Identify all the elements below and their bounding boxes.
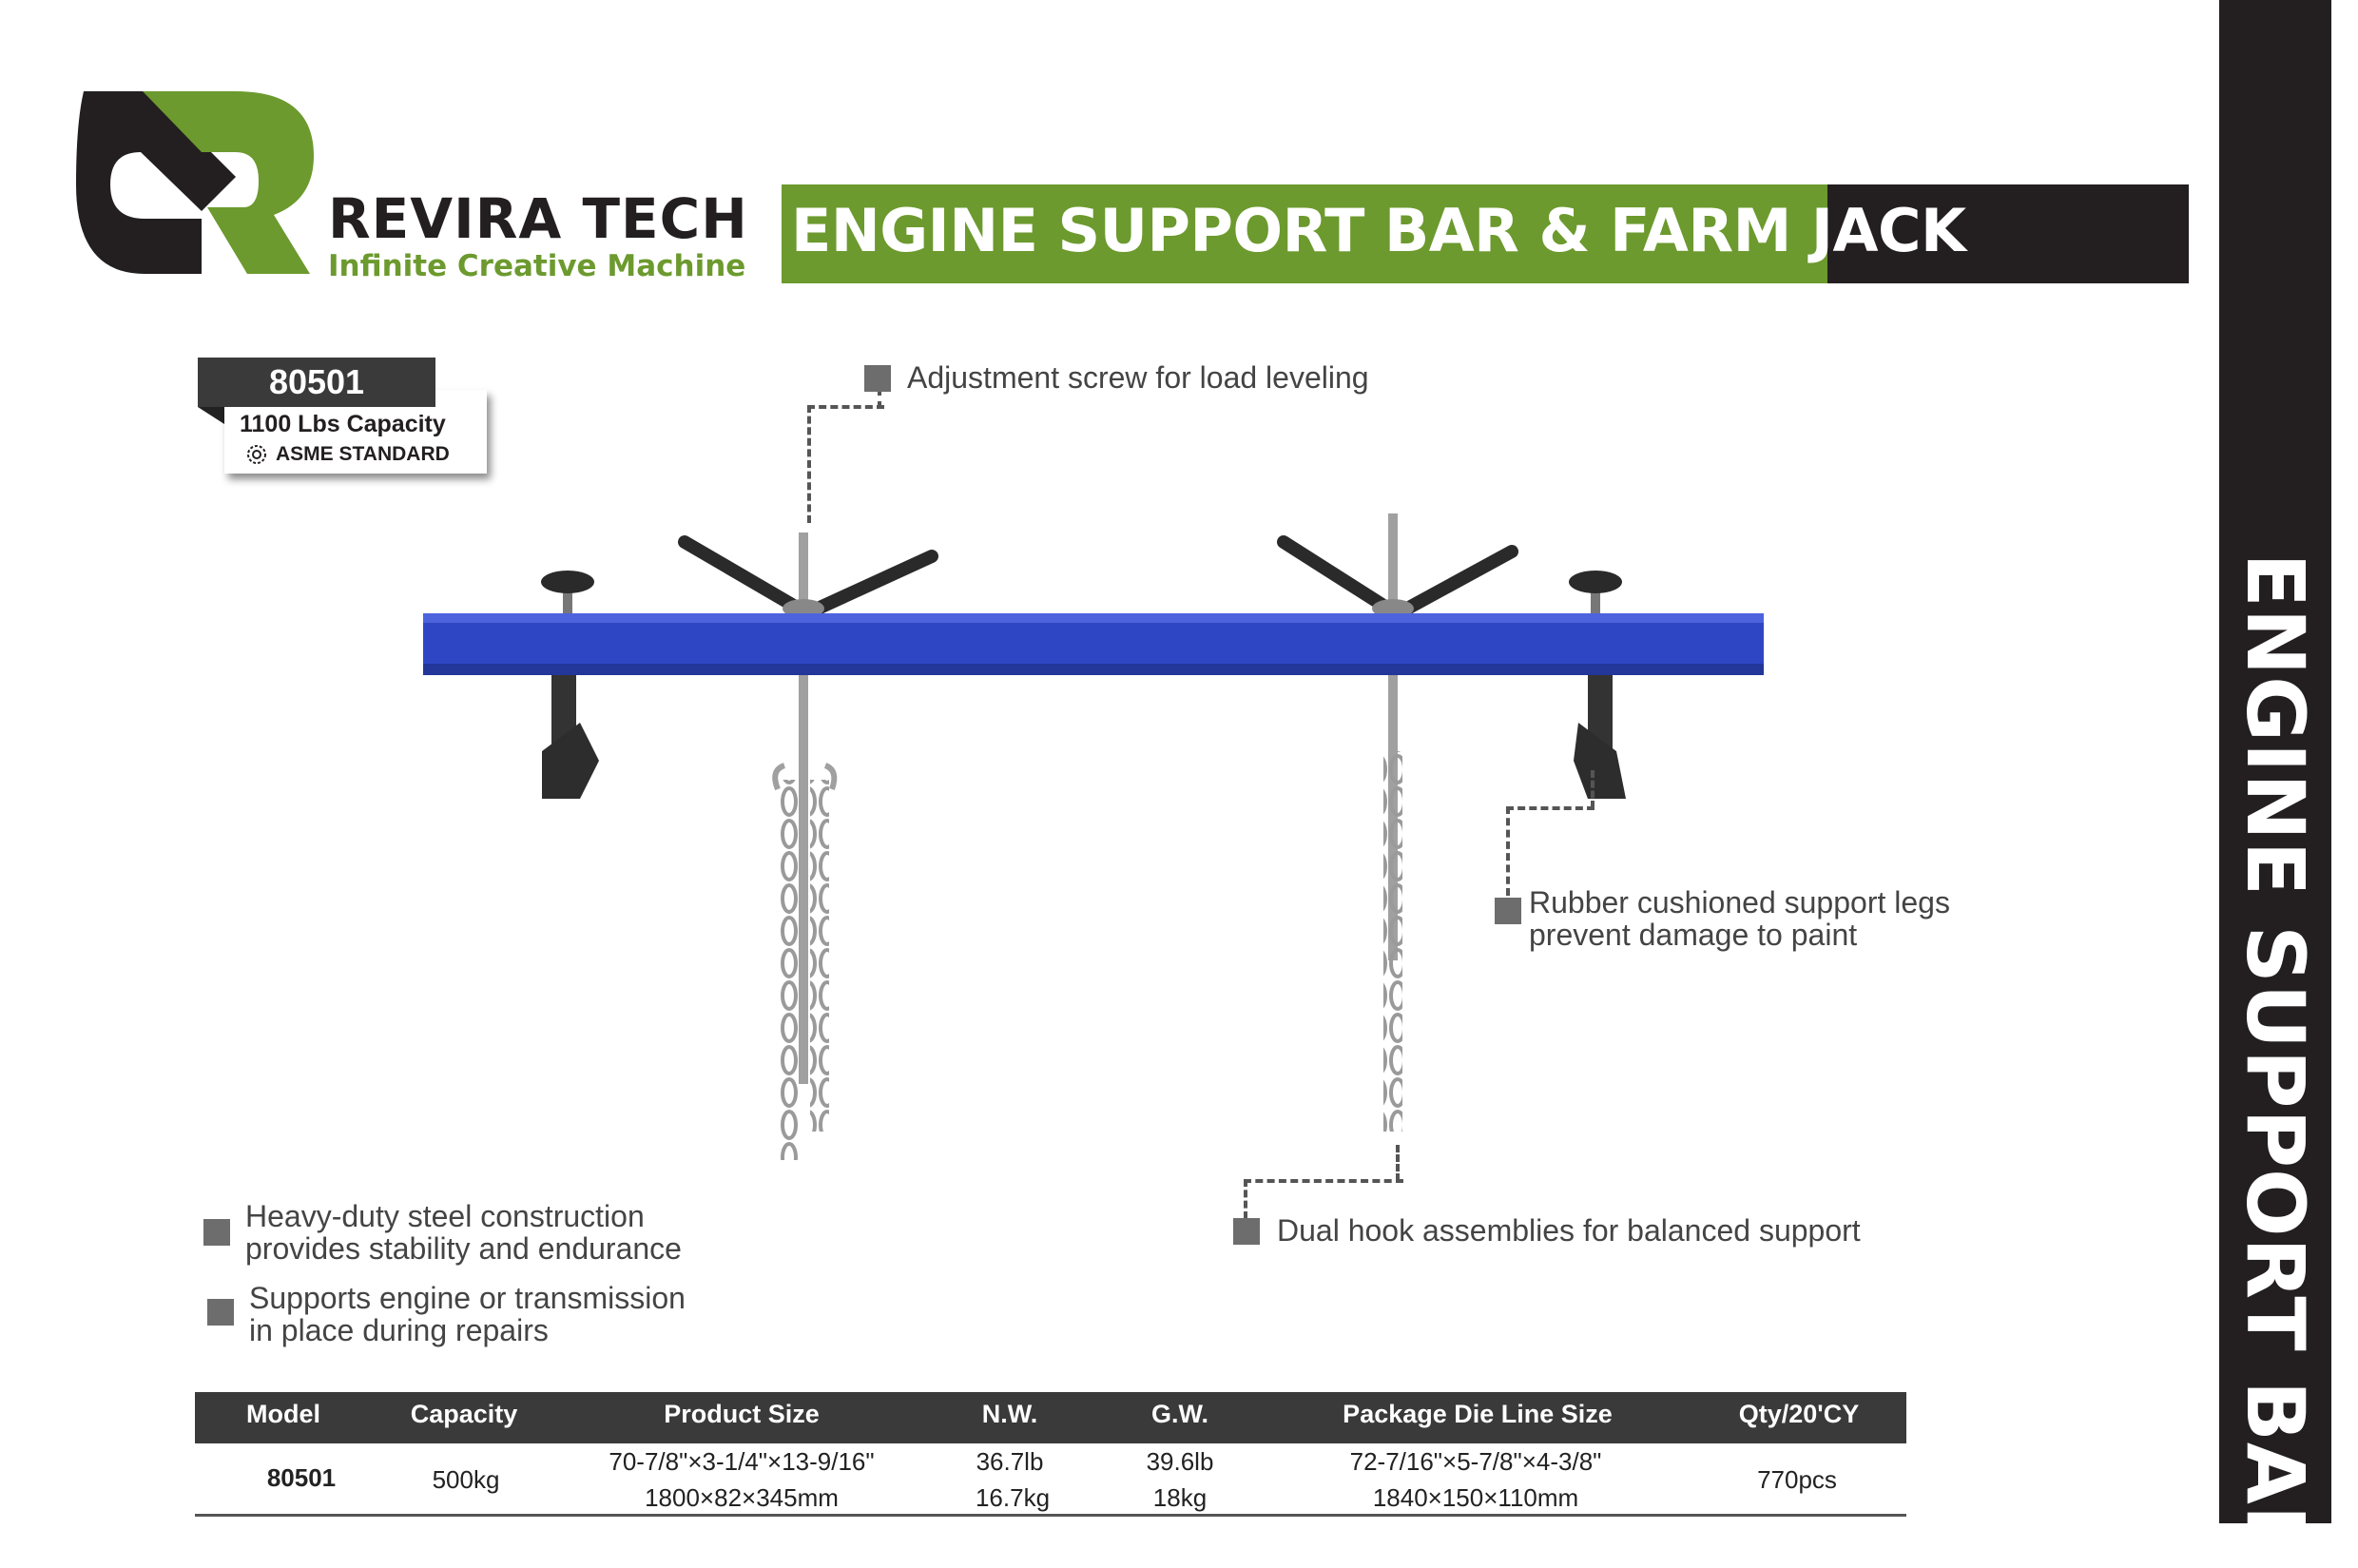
brand-name: REVIRA TECH [328, 186, 748, 251]
col-header-qty: Qty/20'CY [1738, 1400, 1860, 1428]
standard-label: ASME STANDARD [276, 443, 450, 465]
feature-rubber-legs-line1: Rubber cushioned support legs [1529, 885, 1950, 920]
engine-support-bar-image [423, 513, 1764, 1160]
callout-line [1591, 770, 1595, 808]
spec-table-header [195, 1392, 1906, 1443]
col-header-product-size: Product Size [664, 1400, 820, 1428]
feature-steel-line2: provides stability and endurance [245, 1231, 682, 1266]
header-banner [782, 184, 1827, 283]
feature-supports-line2: in place during repairs [249, 1313, 549, 1347]
cell-product-size-in: 70-7/8"×3-1/4"×13-9/16" [609, 1447, 875, 1476]
callout-line [1506, 806, 1595, 810]
side-bar [2219, 0, 2331, 1523]
bullet-square [203, 1219, 230, 1246]
gear-icon [247, 445, 266, 464]
feature-adjustment-screw: Adjustment screw for load leveling [907, 360, 1369, 395]
feature-steel-line1: Heavy-duty steel construction [245, 1199, 645, 1233]
bullet-square [207, 1299, 234, 1326]
brand-logo-icon [76, 91, 314, 274]
side-title: ENGINE SUPPORT BAR [2229, 552, 2322, 1568]
table-bottom-rule [195, 1514, 1906, 1517]
brand-tagline: Infinite Creative Machine [328, 249, 746, 283]
cell-gw-kg: 18kg [1152, 1483, 1208, 1512]
cell-nw-kg: 16.7kg [975, 1483, 1051, 1512]
capacity-label: 1100 Lbs Capacity [240, 411, 446, 437]
cell-package-in: 72-7/16"×5-7/8"×4-3/8" [1349, 1447, 1602, 1476]
cell-product-size-mm: 1800×82×345mm [645, 1483, 839, 1512]
callout-line [1244, 1179, 1403, 1219]
feature-dual-hook: Dual hook assemblies for balanced suppor… [1277, 1213, 1861, 1248]
cell-gw-lb: 39.6lb [1146, 1447, 1214, 1476]
bullet-square [864, 365, 891, 392]
callout-line [1396, 1145, 1400, 1181]
cell-model: 80501 [266, 1463, 337, 1492]
col-header-capacity: Capacity [410, 1400, 518, 1428]
col-header-nw: N.W. [981, 1400, 1038, 1428]
model-badge: 80501 [198, 358, 435, 407]
header-banner-dark [1827, 184, 2189, 283]
cell-nw-lb: 36.7lb [976, 1447, 1044, 1476]
badge-fold [198, 407, 224, 424]
col-header-model: Model [246, 1400, 320, 1428]
feature-supports-line1: Supports engine or transmission [249, 1281, 686, 1315]
col-header-package: Package Die Line Size [1343, 1400, 1613, 1428]
callout-line [807, 405, 884, 523]
callout-line [878, 388, 881, 409]
bullet-square [1495, 898, 1521, 924]
bullet-square [1233, 1218, 1260, 1245]
model-number: 80501 [268, 362, 365, 401]
callout-line [1506, 806, 1510, 896]
cell-package-mm: 1840×150×110mm [1372, 1483, 1579, 1512]
cell-capacity: 500kg [432, 1465, 500, 1494]
feature-rubber-legs-line2: prevent damage to paint [1529, 918, 1858, 952]
col-header-gw: G.W. [1151, 1400, 1208, 1428]
cell-qty: 770pcs [1757, 1465, 1837, 1494]
page-title: ENGINE SUPPORT BAR & FARM JACK [791, 196, 1966, 265]
